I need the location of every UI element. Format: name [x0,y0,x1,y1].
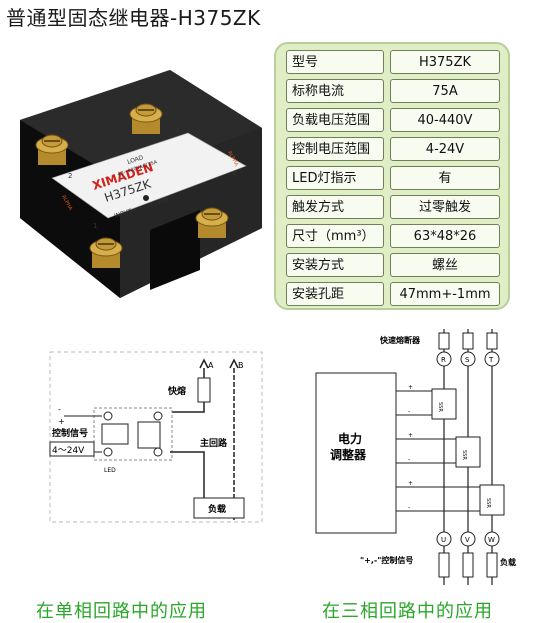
phase-r: R [441,356,446,364]
single-phase-caption: 在单相回路中的应用 [36,601,207,622]
spec-row-hole-distance: 安装孔距 47mm+-1mm [286,282,500,306]
terminal-label-2: 2 [68,172,72,180]
minus-label: - [408,504,410,511]
spec-key: 触发方式 [286,195,384,219]
ssr-2 [455,436,481,468]
terminal-a-label: A [208,361,214,370]
load-label: 负载 [208,503,226,515]
spec-row-size: 尺寸（mm³） 63*48*26 [286,224,500,248]
fuse-icon [462,332,474,350]
fuse-icon [438,332,450,350]
spec-row-control-voltage: 控制电压范围 4-24V [286,137,500,161]
output-v: V [465,536,470,544]
spec-row-led: LED灯指示 有 [286,166,500,190]
plus-label: + [58,417,65,426]
output-u: U [441,536,446,544]
load-resistor [438,552,450,578]
terminal-b-label: B [238,361,244,370]
spec-value: 63*48*26 [390,224,500,248]
spec-key: 安装孔距 [286,282,384,306]
screw-terminals [35,103,229,268]
load-box [193,497,245,519]
page-title: 普通型固态继电器-H375ZK [6,6,261,30]
phase-t: T [488,356,494,364]
terminal-label-1: 1 [93,222,97,230]
spec-key: 型号 [286,50,384,74]
terminal-label-3: 3 [175,127,179,135]
spec-value: 有 [390,166,500,190]
spec-row-current: 标称电流 75A [286,79,500,103]
spec-value: 75A [390,79,500,103]
terminal-b-icon [229,358,239,369]
ssr-1-label: SSR [437,402,443,412]
spec-table: 型号 H375ZK 标称电流 75A 负载电压范围 40-440V 控制电压范围… [274,42,510,310]
spec-key: 安装方式 [286,253,384,277]
control-signal-label: 控制信号 [52,427,88,439]
spec-value: 4-24V [390,137,500,161]
terminal-label-4: 4 [232,170,237,178]
minus-label: - [408,408,410,415]
spec-key: 负载电压范围 [286,108,384,132]
spec-row-model: 型号 H375ZK [286,50,500,74]
phase-s: S [465,356,470,364]
spec-row-load-voltage: 负载电压范围 40-440V [286,108,500,132]
load-label: 负载 [500,557,516,567]
screw-icon [89,237,123,268]
spec-row-trigger: 触发方式 过零触发 [286,195,500,219]
plus-label: + [408,480,413,487]
single-phase-diagram: A B 快熔 LED 主回路 负载 - + 控制信号 4～24V [49,351,263,523]
ssr-3-label: SSR [485,498,491,508]
spec-key: LED灯指示 [286,166,384,190]
minus-label: - [58,405,61,414]
three-phase-caption: 在三相回路中的应用 [322,601,493,622]
load-resistor [462,552,474,578]
terminal-a-icon [199,358,209,369]
three-phase-diagram: 快速熔断器 R S T 电力 调整器 SSR SSR SSR + - + - +… [315,329,516,585]
fuse-icon [197,377,211,403]
screw-icon [129,103,163,134]
voltage-label: 4～24V [52,446,85,456]
spec-key: 控制电压范围 [286,137,384,161]
relay-photo: XIMADEN H375ZK LOAD 40~440VAC/75A INPUT … [20,70,262,298]
controller-line2: 调整器 [330,447,367,462]
main-circuit-label: 主回路 [200,437,228,449]
relay-load: LOAD [126,154,144,166]
spec-value: 40-440V [390,108,500,132]
control-signal-label: "+,-"控制信号 [360,555,413,565]
spec-value: 螺丝 [390,253,500,277]
load-resistor [486,552,498,578]
minus-label: - [408,456,410,463]
output-w: W [488,536,495,544]
led-label: LED [104,467,116,474]
fuse-icon [486,332,498,350]
controller-line1: 电力 [338,431,362,446]
screw-icon [195,207,229,238]
spec-row-mounting: 安装方式 螺丝 [286,253,500,277]
ssr-2-label: SSR [461,450,467,460]
voltage-box [49,441,95,457]
spec-key: 标称电流 [286,79,384,103]
power-controller-box [315,372,397,534]
spec-value: H375ZK [390,50,500,74]
spec-value: 47mm+-1mm [390,282,500,306]
fuse-label: 快熔 [168,385,187,397]
plus-label: + [408,384,413,391]
fast-fuse-label: 快速熔断器 [380,335,421,345]
ssr-3 [479,484,505,516]
spec-key: 尺寸（mm³） [286,224,384,248]
led-indicator [143,195,149,201]
plus-label: + [408,432,413,439]
spec-value: 过零触发 [390,195,500,219]
ssr-1 [431,388,457,420]
screw-icon [35,134,69,165]
